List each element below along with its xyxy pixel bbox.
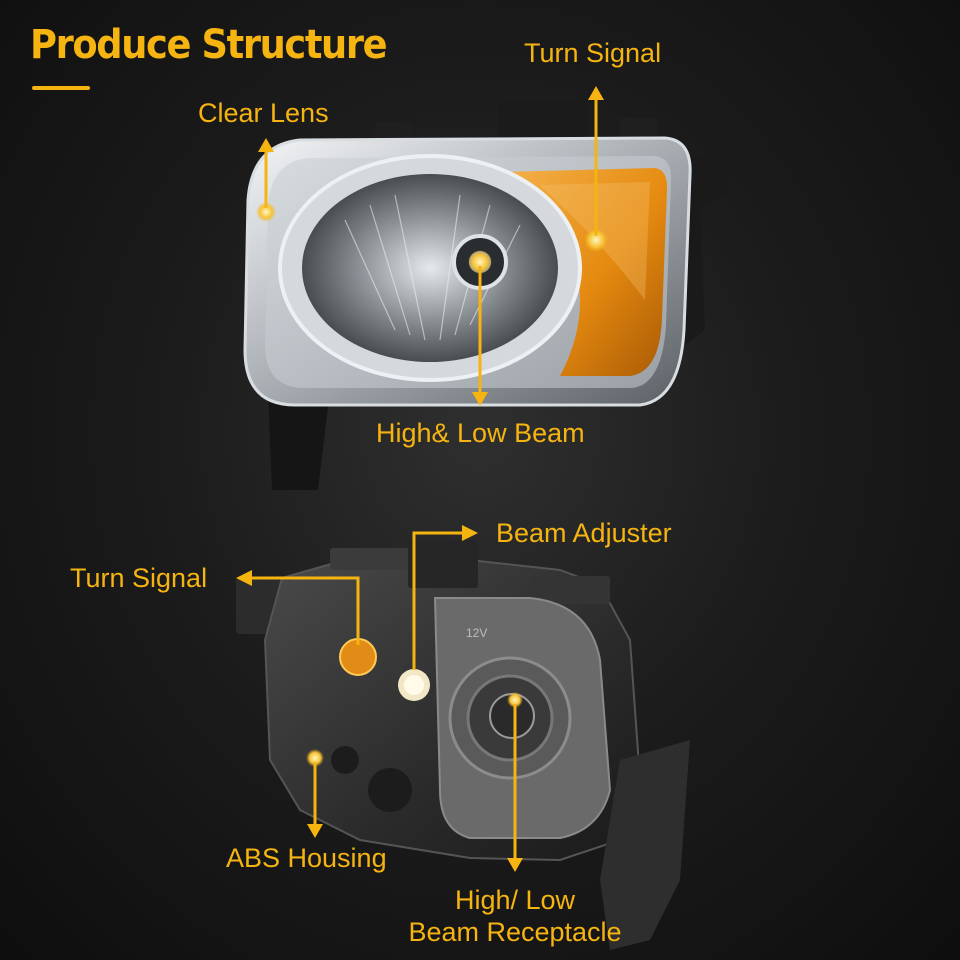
beam-marker — [468, 250, 492, 274]
receptacle-marker — [507, 692, 523, 708]
label-beam-adjuster: Beam Adjuster — [496, 518, 672, 548]
label-receptacle-line1: High/ Low — [454, 885, 576, 915]
page-title: Produce Structure — [30, 22, 388, 68]
headlight-front-view — [243, 100, 735, 490]
label-receptacle-line2: Beam Receptacle — [408, 917, 622, 947]
top-callout-arrows — [258, 86, 604, 406]
abs-housing-marker — [306, 749, 324, 767]
turn-signal-marker — [584, 228, 608, 252]
label-turn-signal-bottom: Turn Signal — [70, 563, 208, 593]
adjuster-bracket — [408, 540, 478, 588]
amber-turn-signal-lens — [505, 168, 668, 376]
label-high-low-beam: High& Low Beam — [376, 418, 585, 448]
title-underline — [32, 86, 90, 90]
housing-marking: 12V — [466, 626, 487, 640]
label-high-low-receptacle: High/ Low Beam Receptacle — [404, 884, 626, 948]
right-bracket — [600, 740, 690, 950]
label-turn-signal-top: Turn Signal — [524, 38, 662, 68]
bottom-bracket — [268, 390, 330, 490]
top-mount-tab — [498, 100, 588, 142]
bottom-callout-arrows — [236, 525, 523, 872]
label-clear-lens: Clear Lens — [198, 98, 329, 128]
label-abs-housing: ABS Housing — [226, 843, 387, 873]
clear-lens-marker — [256, 202, 276, 222]
